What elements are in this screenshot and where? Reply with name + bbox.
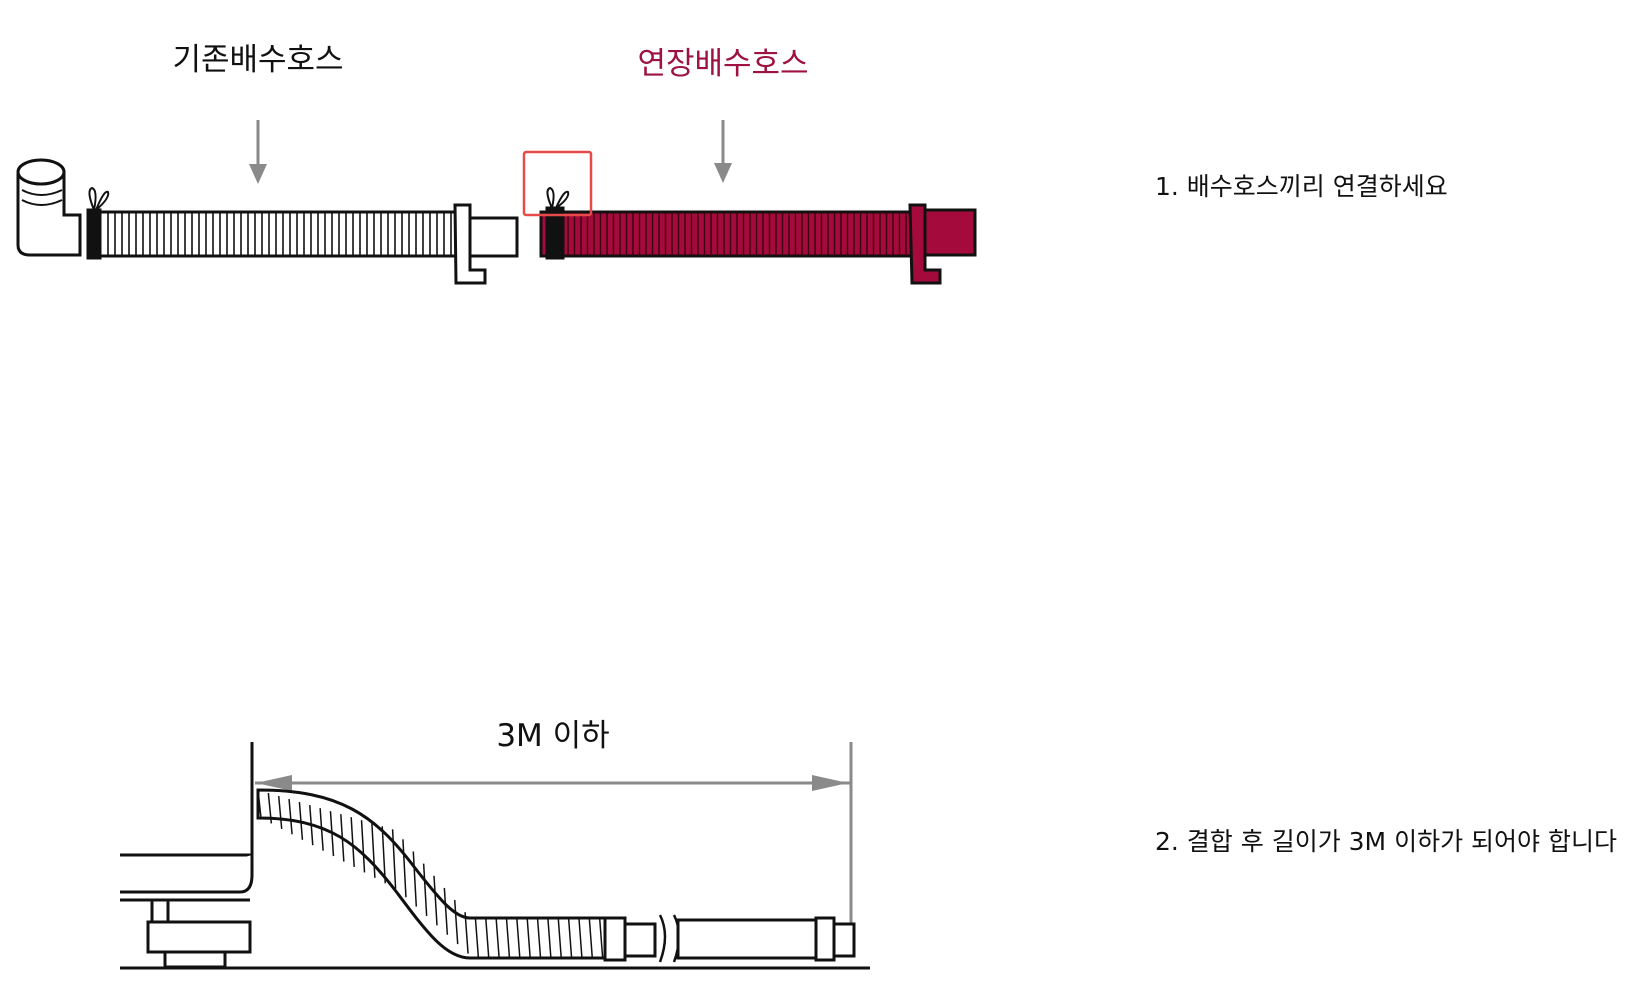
hose-rib: [505, 917, 511, 959]
hose-rib: [277, 795, 283, 829]
bottom-illustration: 3M 이하: [120, 718, 870, 970]
hose-rib: [526, 917, 531, 959]
hose-rib: [391, 829, 397, 889]
hose-rib: [319, 808, 324, 851]
hose-rib: [485, 917, 490, 959]
hose-rib: [360, 820, 366, 873]
hose-rib: [547, 917, 552, 959]
hose-rib: [298, 802, 304, 840]
hose-rib: [329, 811, 335, 857]
length-limit-label: 3M 이하: [496, 718, 609, 754]
hose-rib: [474, 917, 480, 959]
hose-rib: [443, 887, 449, 935]
step-1-text: 1. 배수호스끼리 연결하세요: [1155, 172, 1448, 201]
hose-rib: [567, 917, 573, 959]
hose-rib: [381, 826, 386, 884]
step-2-text: 2. 결합 후 길이가 3M 이하가 되어야 합니다: [1155, 827, 1617, 856]
hose-rib: [464, 912, 469, 954]
extension-hose-arrow: [714, 120, 732, 183]
existing-hose-arrow: [249, 120, 267, 184]
hose-rib: [309, 805, 314, 846]
hose-rib: [412, 851, 418, 907]
hose-rib: [588, 917, 594, 959]
hose-rib: [433, 875, 438, 926]
hose-rib: [536, 917, 542, 959]
hose-rib: [422, 863, 428, 917]
hose-rib: [557, 917, 562, 959]
hose-rib: [371, 823, 376, 878]
extension-hose-label: 연장배수호스: [637, 46, 808, 82]
existing-hose-label: 기존배수호스: [172, 42, 343, 78]
hose-rib: [267, 792, 273, 824]
hose-rib: [578, 917, 583, 959]
hose-rib: [516, 917, 521, 959]
top-illustration: 기존배수호스 연장배수호스: [16, 42, 977, 285]
extension-drain-hose: [539, 186, 977, 285]
installed-drain-hose: [256, 788, 856, 963]
existing-drain-hose: [16, 158, 519, 285]
hose-rib: [340, 814, 345, 862]
hose-rib: [495, 917, 500, 959]
hose-rib: [257, 789, 262, 819]
hose-rib: [288, 799, 293, 835]
hose-rib: [598, 917, 604, 959]
length-dimension-arrow: [255, 742, 853, 932]
hose-rib: [402, 839, 407, 898]
washer-base: [120, 742, 870, 970]
hose-rib: [350, 817, 355, 868]
clamp-highlight-box: [522, 150, 593, 217]
hose-rib: [453, 900, 459, 945]
